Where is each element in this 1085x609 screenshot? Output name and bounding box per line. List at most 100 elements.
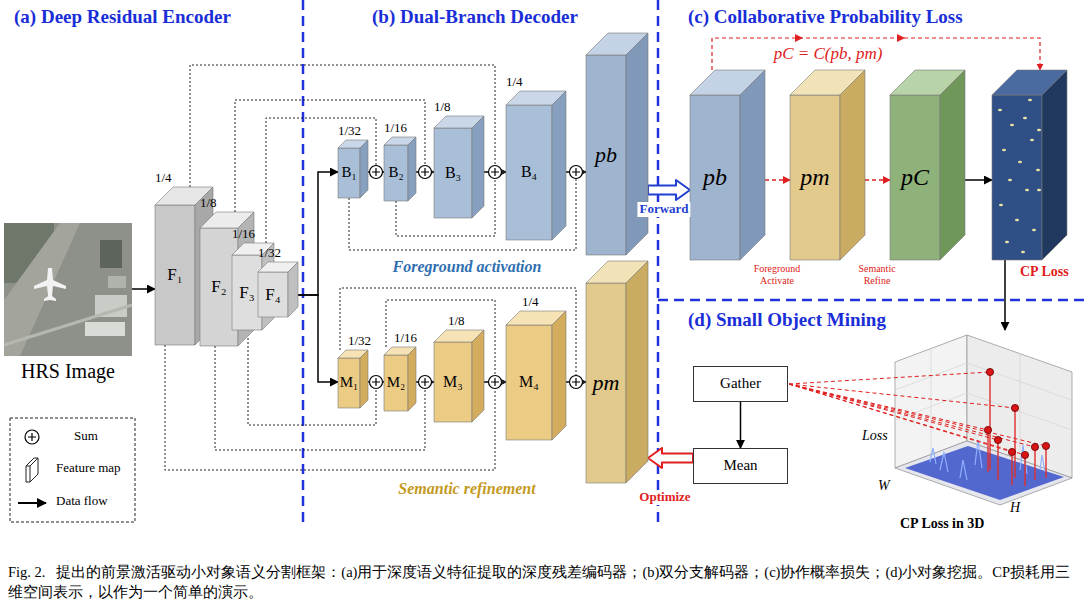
map-label: pm xyxy=(586,283,626,483)
section-title: (c) Collaborative Probability Loss xyxy=(688,6,963,28)
scale-label: 1/32 xyxy=(348,334,371,349)
slab-face xyxy=(626,33,648,255)
section-title: (a) Deep Residual Encoder xyxy=(14,6,231,28)
slab-face xyxy=(155,205,195,345)
slab-face xyxy=(992,95,1042,260)
slab-face xyxy=(690,95,740,260)
axis-label: W xyxy=(878,478,890,494)
branch-caption: Foreground activation xyxy=(393,258,542,276)
aerial-image xyxy=(4,223,132,356)
slab-face xyxy=(840,70,865,260)
loss-speck xyxy=(1008,179,1012,181)
slab-face xyxy=(408,347,416,411)
slab-face xyxy=(790,95,840,260)
loss-speck xyxy=(998,109,1002,111)
slab-face xyxy=(232,255,262,330)
loss-speck xyxy=(1036,169,1040,171)
section-divider xyxy=(657,0,660,526)
data-flow-arrow xyxy=(965,179,992,181)
map-label: M₁ xyxy=(338,358,360,408)
edge-label: Optimize xyxy=(637,490,692,505)
forward-arrow xyxy=(648,180,690,200)
slab-face xyxy=(338,148,360,198)
slab-face xyxy=(472,116,484,218)
shape-frame xyxy=(4,223,132,356)
legend-entry: Sum xyxy=(74,429,98,444)
loss-speck xyxy=(1018,161,1022,163)
map-label: B₂ xyxy=(384,145,408,201)
edge-label: Forward xyxy=(637,202,690,217)
map-label: F₃ xyxy=(232,255,262,330)
scale-label: 1/4 xyxy=(155,171,172,186)
decoder-feature-map: 1/32B₁ xyxy=(338,140,368,198)
loss-map: CP Loss xyxy=(992,70,1067,260)
loss-speck xyxy=(1015,219,1019,221)
loss-speck xyxy=(1032,229,1036,231)
slab-face xyxy=(1042,70,1067,260)
probability-map: pb xyxy=(586,33,648,255)
slab-face xyxy=(384,355,408,411)
slab-face xyxy=(940,70,965,260)
scale-label: 1/4 xyxy=(506,75,523,90)
box-label: Mean xyxy=(723,457,757,474)
map-label: M₃ xyxy=(434,342,472,422)
slab-face xyxy=(408,137,416,201)
slab-face xyxy=(586,283,626,483)
refine-arrow xyxy=(865,179,890,180)
scale-label: 1/8 xyxy=(434,100,451,115)
axis-label: Loss xyxy=(862,428,888,444)
map-label: F₁ xyxy=(155,205,195,345)
scale-label: 1/8 xyxy=(448,314,465,329)
scale-label: 1/32 xyxy=(258,246,281,261)
process-box: Mean xyxy=(693,448,788,484)
skip-connection xyxy=(266,118,384,243)
data-flow-arrow xyxy=(298,172,338,295)
loss-speck xyxy=(1023,117,1027,119)
shape-frame xyxy=(858,330,1080,535)
legend-entry: Feature map xyxy=(56,461,121,476)
map-caption: CP Loss xyxy=(1020,264,1069,280)
data-flow-arrow xyxy=(132,288,155,290)
legend-text: Data flow xyxy=(56,493,108,508)
encoder-feature-map: 1/32F₄ xyxy=(258,262,298,317)
section-divider xyxy=(658,299,1085,302)
scale-label: 1/16 xyxy=(232,227,255,242)
slab-face xyxy=(506,325,552,440)
slab-face xyxy=(506,105,552,240)
loss-speck xyxy=(1021,251,1025,253)
plot-title: CP Loss in 3D xyxy=(900,516,984,532)
legend-text: Sum xyxy=(74,428,98,443)
map-label: pC xyxy=(890,95,940,260)
map-label: pb xyxy=(690,95,740,260)
slab-face xyxy=(288,262,298,317)
decoder-feature-map: 1/16M₂ xyxy=(384,347,416,411)
section-title: (d) Small Object Mining xyxy=(688,309,886,331)
loss-surface-plot: LossWHCP Loss in 3D xyxy=(858,330,1080,535)
slab-face xyxy=(740,70,765,260)
map-label: B₄ xyxy=(506,105,552,240)
skip-connection xyxy=(248,330,384,425)
section-title: (b) Dual-Branch Decoder xyxy=(372,6,578,28)
loss-speck xyxy=(1010,124,1014,126)
loss-speck xyxy=(1002,149,1006,151)
slab-shape xyxy=(690,70,765,260)
slab-face xyxy=(384,145,408,201)
scale-label: 1/32 xyxy=(338,124,361,139)
scale-label: 1/8 xyxy=(200,196,217,211)
loss-speck xyxy=(1028,99,1032,101)
slab-face xyxy=(552,91,566,240)
data-flow-arrow xyxy=(1004,260,1006,330)
process-box: Gather xyxy=(693,366,788,402)
data-flow-arrow xyxy=(298,295,338,382)
map-label: pm xyxy=(790,95,840,260)
image-caption: HRS Image xyxy=(4,360,132,383)
edge-label: Semantic Refine xyxy=(845,263,909,286)
scale-label: 1/4 xyxy=(522,295,539,310)
slab-face xyxy=(258,272,288,317)
loss-speck xyxy=(1037,129,1041,131)
data-flow-arrow xyxy=(740,402,742,448)
formula: pC = C(pb, pm) xyxy=(774,44,883,64)
map-label: pb xyxy=(586,55,626,255)
input-image: HRS Image xyxy=(4,223,132,356)
slab-shape xyxy=(992,70,1067,260)
